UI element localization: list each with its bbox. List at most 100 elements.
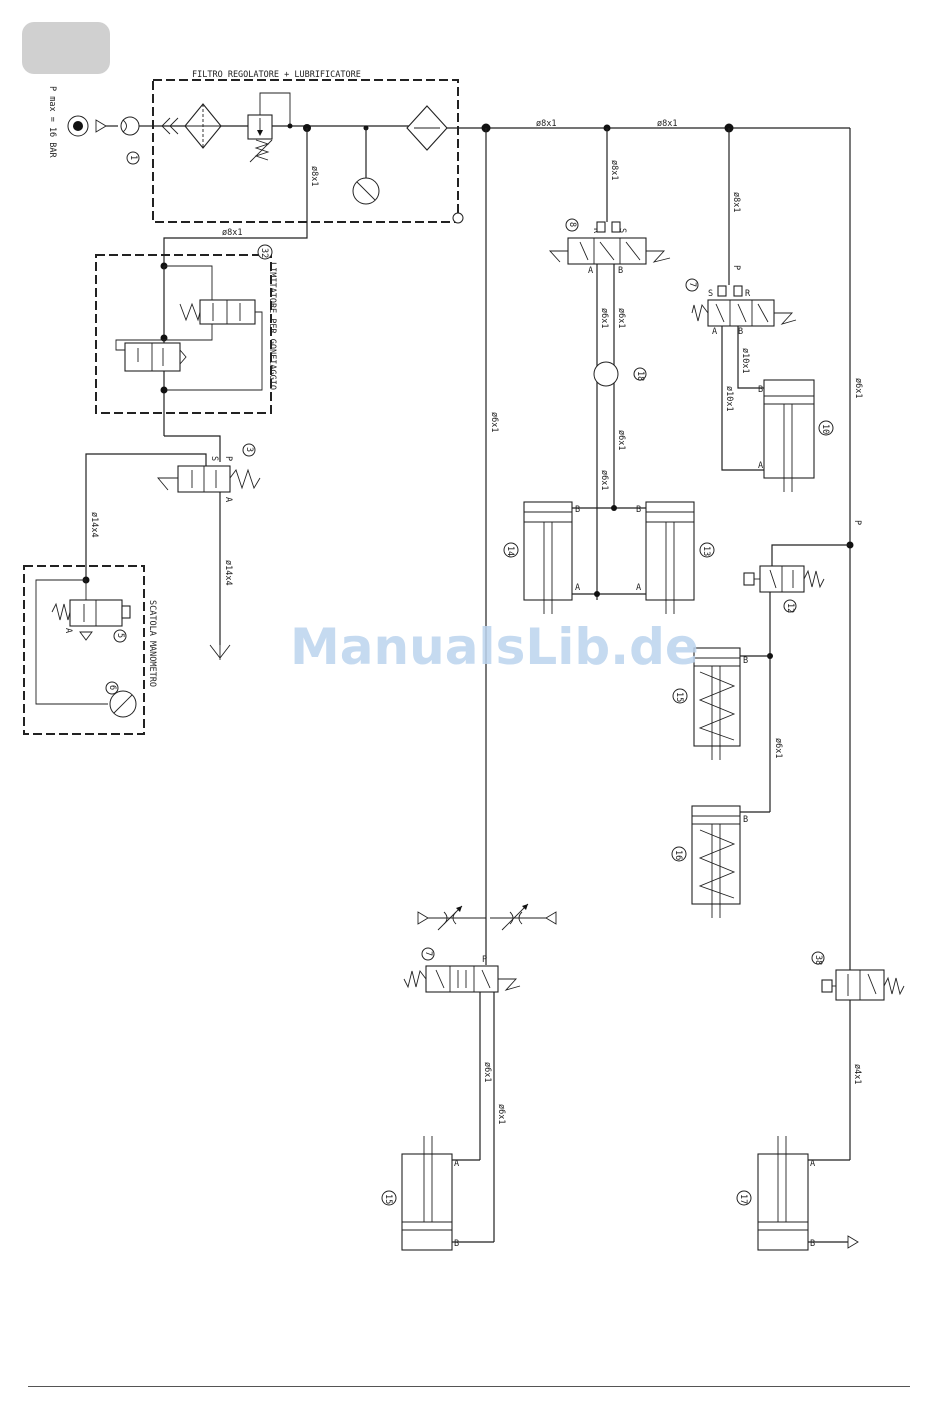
svg-text:15: 15: [383, 1194, 393, 1204]
tube-label-3: ø8x1: [536, 119, 556, 129]
page-number-badge: [22, 22, 110, 74]
supply-pressure-label: P max = 16 BAR: [47, 86, 57, 159]
tube-label-1: ø8x1: [309, 166, 319, 186]
limiter-group-label: LIMITATORE PER GONFIAGGIO: [267, 262, 277, 390]
svg-text:S: S: [708, 289, 713, 299]
svg-text:15: 15: [674, 692, 684, 702]
limiter-pilot-valve: [199, 299, 256, 325]
air-supply-inlet: [67, 115, 152, 137]
svg-text:5: 5: [115, 633, 125, 638]
svg-text:10: 10: [820, 424, 830, 434]
component-12-tag: 14: [503, 542, 519, 558]
component-8-tag: 8: [565, 218, 579, 232]
gauge-box-label: SCATOLA MANOMETRO: [147, 600, 157, 687]
svg-text:13: 13: [701, 546, 711, 556]
component-17-tag: 17: [736, 1190, 752, 1206]
tube-label-16: ø6x1: [853, 378, 863, 398]
tube-label-8: ø14x4: [89, 512, 99, 538]
cylinder-13: [401, 1136, 453, 1251]
component-6-tag: 6: [105, 681, 119, 695]
component-3-tag: 3: [242, 443, 256, 457]
footer-divider: [28, 1386, 910, 1387]
tube-label-17: ø6x1: [773, 738, 783, 758]
svg-text:16: 16: [673, 850, 683, 860]
svg-text:A: A: [223, 497, 233, 502]
svg-text:7: 7: [423, 951, 433, 956]
tube-label-5: ø8x1: [609, 160, 619, 180]
filter-regulator-group-label: FILTRO REGOLATORE + LUBRIFICATORE: [192, 70, 361, 80]
valve-7: [425, 965, 499, 993]
svg-text:A: A: [758, 461, 763, 471]
component-15-tag: 15: [672, 688, 688, 704]
svg-text:B: B: [743, 656, 748, 666]
component-14-tag: 12: [783, 599, 797, 613]
watermark-text: ManualsLib.de: [290, 618, 699, 676]
tube-label-6: ø8x1: [731, 192, 741, 212]
svg-text:R: R: [591, 228, 601, 234]
component-38-tag: 38: [811, 951, 825, 965]
component-7-tag: 7: [421, 947, 435, 961]
svg-text:1: 1: [128, 155, 138, 160]
svg-text:6: 6: [107, 685, 117, 690]
svg-text:P: P: [731, 265, 741, 270]
pressure-regulator-symbol: [247, 92, 291, 163]
tube-label-10: ø6x1: [599, 308, 609, 328]
svg-text:B: B: [758, 385, 763, 395]
tube-label-19: ø6x1: [496, 1104, 506, 1124]
svg-text:B: B: [738, 327, 743, 337]
svg-text:P: P: [852, 520, 862, 525]
svg-text:B: B: [810, 1239, 815, 1249]
svg-text:A: A: [588, 266, 593, 276]
component-16-tag: 16: [671, 846, 687, 862]
component-32-tag: 32: [257, 244, 273, 260]
tube-label-14: ø10x1: [740, 348, 750, 374]
tube-label-7: ø6x1: [489, 412, 499, 432]
svg-text:A: A: [63, 628, 73, 633]
svg-text:P: P: [482, 955, 487, 965]
svg-text:B: B: [636, 505, 641, 515]
component-1-tag: 1: [126, 151, 140, 165]
svg-text:8: 8: [567, 222, 577, 227]
cylinder-10: [763, 379, 815, 492]
svg-text:32: 32: [259, 248, 269, 258]
tube-label-11: ø6x1: [616, 308, 626, 328]
limiter-group-border: [95, 254, 272, 414]
svg-text:S: S: [209, 456, 219, 461]
cylinder-11: [645, 501, 695, 614]
svg-text:17: 17: [738, 1194, 748, 1204]
tube-label-4: ø8x1: [657, 119, 677, 129]
svg-text:B: B: [743, 815, 748, 825]
svg-text:A: A: [712, 327, 717, 337]
spring-cylinder-15: [693, 647, 741, 760]
tube-label-12: ø6x1: [616, 430, 626, 450]
component-10-tag: 10: [818, 420, 834, 436]
tube-label-15: ø10x1: [724, 386, 734, 412]
svg-text:3: 3: [244, 447, 254, 452]
rotary-joint-18: [593, 361, 619, 387]
component-11-tag: 13: [699, 542, 715, 558]
tube-label-20: ø4x1: [852, 1064, 862, 1084]
svg-text:P: P: [223, 456, 233, 461]
svg-text:7: 7: [687, 282, 697, 287]
svg-text:12: 12: [785, 603, 795, 613]
tube-label-18: ø6x1: [482, 1062, 492, 1082]
cylinder-12: [523, 501, 573, 614]
spring-cylinder-16: [691, 805, 741, 918]
svg-text:R: R: [745, 289, 751, 299]
gauge-box-border: [23, 565, 145, 735]
svg-text:38: 38: [813, 955, 823, 965]
svg-text:A: A: [636, 583, 641, 593]
tube-label-2: ø8x1: [222, 228, 242, 238]
svg-text:S: S: [617, 228, 627, 233]
svg-text:B: B: [454, 1239, 459, 1249]
svg-text:B: B: [575, 505, 580, 515]
svg-text:A: A: [575, 583, 580, 593]
component-18-tag: 18: [633, 367, 647, 381]
limiter-main-valve: [124, 342, 181, 372]
filter-regulator-group-border: [152, 79, 459, 223]
svg-text:A: A: [810, 1159, 815, 1169]
tube-label-13: ø6x1: [599, 470, 609, 490]
cylinder-17: [757, 1136, 809, 1251]
component-13-tag: 15: [381, 1190, 397, 1206]
